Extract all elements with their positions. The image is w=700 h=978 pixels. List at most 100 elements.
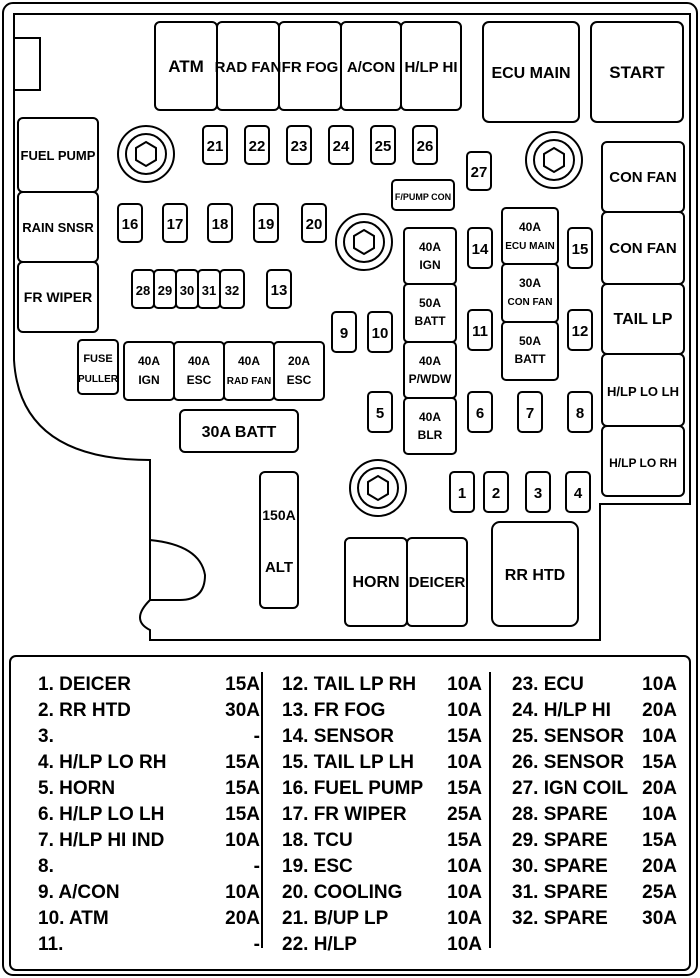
legend-row: 11.- <box>38 932 260 958</box>
midi-label: P/WDW <box>409 372 452 386</box>
label-hlp-lo-lh: H/LP LO LH <box>607 384 679 399</box>
legend-fuse-name: 28. SPARE <box>512 804 608 825</box>
legend-fuse-rating: 10A <box>642 804 677 825</box>
midi-ecu-main-40a <box>501 207 559 265</box>
fuse-slot-9 <box>331 311 357 353</box>
legend-fuse-name: 29. SPARE <box>512 830 608 851</box>
legend-fuse-name: 1. DEICER <box>38 674 131 695</box>
midi-pwdw-40a <box>403 341 457 399</box>
legend-fuse-rating: 15A <box>447 830 482 851</box>
fuse-number: 19 <box>258 216 275 233</box>
midi-label: 40A <box>138 354 160 368</box>
midi-label: BATT <box>414 314 446 328</box>
fuse-slot-32 <box>219 269 245 309</box>
label-atm: ATM <box>168 57 204 76</box>
legend-fuse-name: 8. <box>38 856 54 877</box>
label-con-fan-1: CON FAN <box>609 169 677 186</box>
legend-fuse-rating: 30A <box>642 908 677 929</box>
legend-fuse-rating: 10A <box>642 674 677 695</box>
fuse-slot-7 <box>517 391 543 433</box>
fuse-slot-16 <box>117 203 143 243</box>
fuse-number: 6 <box>476 405 484 422</box>
relay-deicer <box>406 537 468 627</box>
midi-label: ESC <box>187 373 212 387</box>
legend-fuse-name: 12. TAIL LP RH <box>282 674 417 695</box>
label-fuse-puller-2: PULLER <box>78 374 119 385</box>
midi-con-fan-30a <box>501 263 559 323</box>
label-rain-snsr: RAIN SNSR <box>22 220 94 235</box>
fuse-number: 17 <box>167 216 184 233</box>
legend-fuse-name: 32. SPARE <box>512 908 608 929</box>
legend-fuse-rating: 20A <box>642 778 677 799</box>
midi-label: IGN <box>138 373 159 387</box>
legend-fuse-rating: 15A <box>225 778 260 799</box>
midi-label: 40A <box>419 240 441 254</box>
legend-fuse-rating: 25A <box>642 882 677 903</box>
label-rr-htd: RR HTD <box>505 567 565 584</box>
fuse-slot-12 <box>567 309 593 351</box>
legend-fuse-rating: 25A <box>447 804 482 825</box>
fuse-slot-18 <box>207 203 233 243</box>
fuse-number: 18 <box>212 216 229 233</box>
label-horn: HORN <box>352 574 399 591</box>
label-rad-fan: RAD FAN <box>215 59 282 76</box>
legend-row: 32. SPARE 30A <box>512 906 677 932</box>
fuse-number: 28 <box>136 283 150 298</box>
midi-label: CON FAN <box>508 297 553 308</box>
relay-start <box>590 21 684 123</box>
bolt-icon <box>525 131 583 189</box>
fuse-number: 3 <box>534 485 542 502</box>
legend-fuse-rating: 10A <box>447 934 482 955</box>
fuse-slot-17 <box>162 203 188 243</box>
legend-fuse-name: 5. HORN <box>38 778 116 799</box>
midi-esc-20a <box>273 341 325 401</box>
midi-label: 20A <box>288 354 310 368</box>
legend-fuse-name: 7. H/LP HI IND <box>38 830 165 851</box>
fuse-number: 8 <box>576 405 584 422</box>
legend-fuse-name: 18. TCU <box>282 830 353 851</box>
legend-fuse-name: 4. H/LP LO RH <box>38 752 167 773</box>
label-alt-2: ALT <box>265 559 293 576</box>
legend-fuse-rating: 10A <box>447 882 482 903</box>
legend-fuse-name: 16. FUEL PUMP <box>282 778 424 799</box>
legend-row: 5. HORN 15A <box>38 776 260 802</box>
relay-rr-htd <box>491 521 579 627</box>
legend-fuse-name: 26. SENSOR <box>512 752 624 773</box>
legend-row: 30. SPARE 20A <box>512 854 677 880</box>
legend-fuse-name: 31. SPARE <box>512 882 608 903</box>
midi-label: 40A <box>188 354 210 368</box>
midi-label: 40A <box>419 410 441 424</box>
midi-rad-fan-40a <box>223 341 275 401</box>
legend-fuse-name: 30. SPARE <box>512 856 608 877</box>
legend-fuse-rating: 20A <box>642 856 677 877</box>
legend-fuse-rating: 20A <box>225 908 260 929</box>
legend-fuse-name: 15. TAIL LP LH <box>282 752 414 773</box>
legend-fuse-name: 14. SENSOR <box>282 726 394 747</box>
legend-fuse-rating: - <box>253 726 260 747</box>
bolt-icon <box>117 125 175 183</box>
label-alt-1: 150A <box>262 507 295 523</box>
fuse-slot-11 <box>467 309 493 351</box>
midi-label: 50A <box>419 296 441 310</box>
label-tail-lp: TAIL LP <box>614 311 673 328</box>
legend-fuse-name: 23. ECU <box>512 674 584 695</box>
legend-fuse-name: 24. H/LP HI <box>512 700 611 721</box>
legend-row: 23. ECU 10A <box>512 672 677 698</box>
midi-label: ECU MAIN <box>505 241 554 252</box>
midi-label: 30A <box>519 276 541 290</box>
bolt-icon <box>335 213 393 271</box>
fuse-number: 9 <box>340 325 348 342</box>
relay-ecu-main <box>482 21 580 123</box>
midi-ign-40a-b <box>123 341 175 401</box>
fuse-number: 1 <box>458 485 466 502</box>
fuse-slot-5 <box>367 391 393 433</box>
